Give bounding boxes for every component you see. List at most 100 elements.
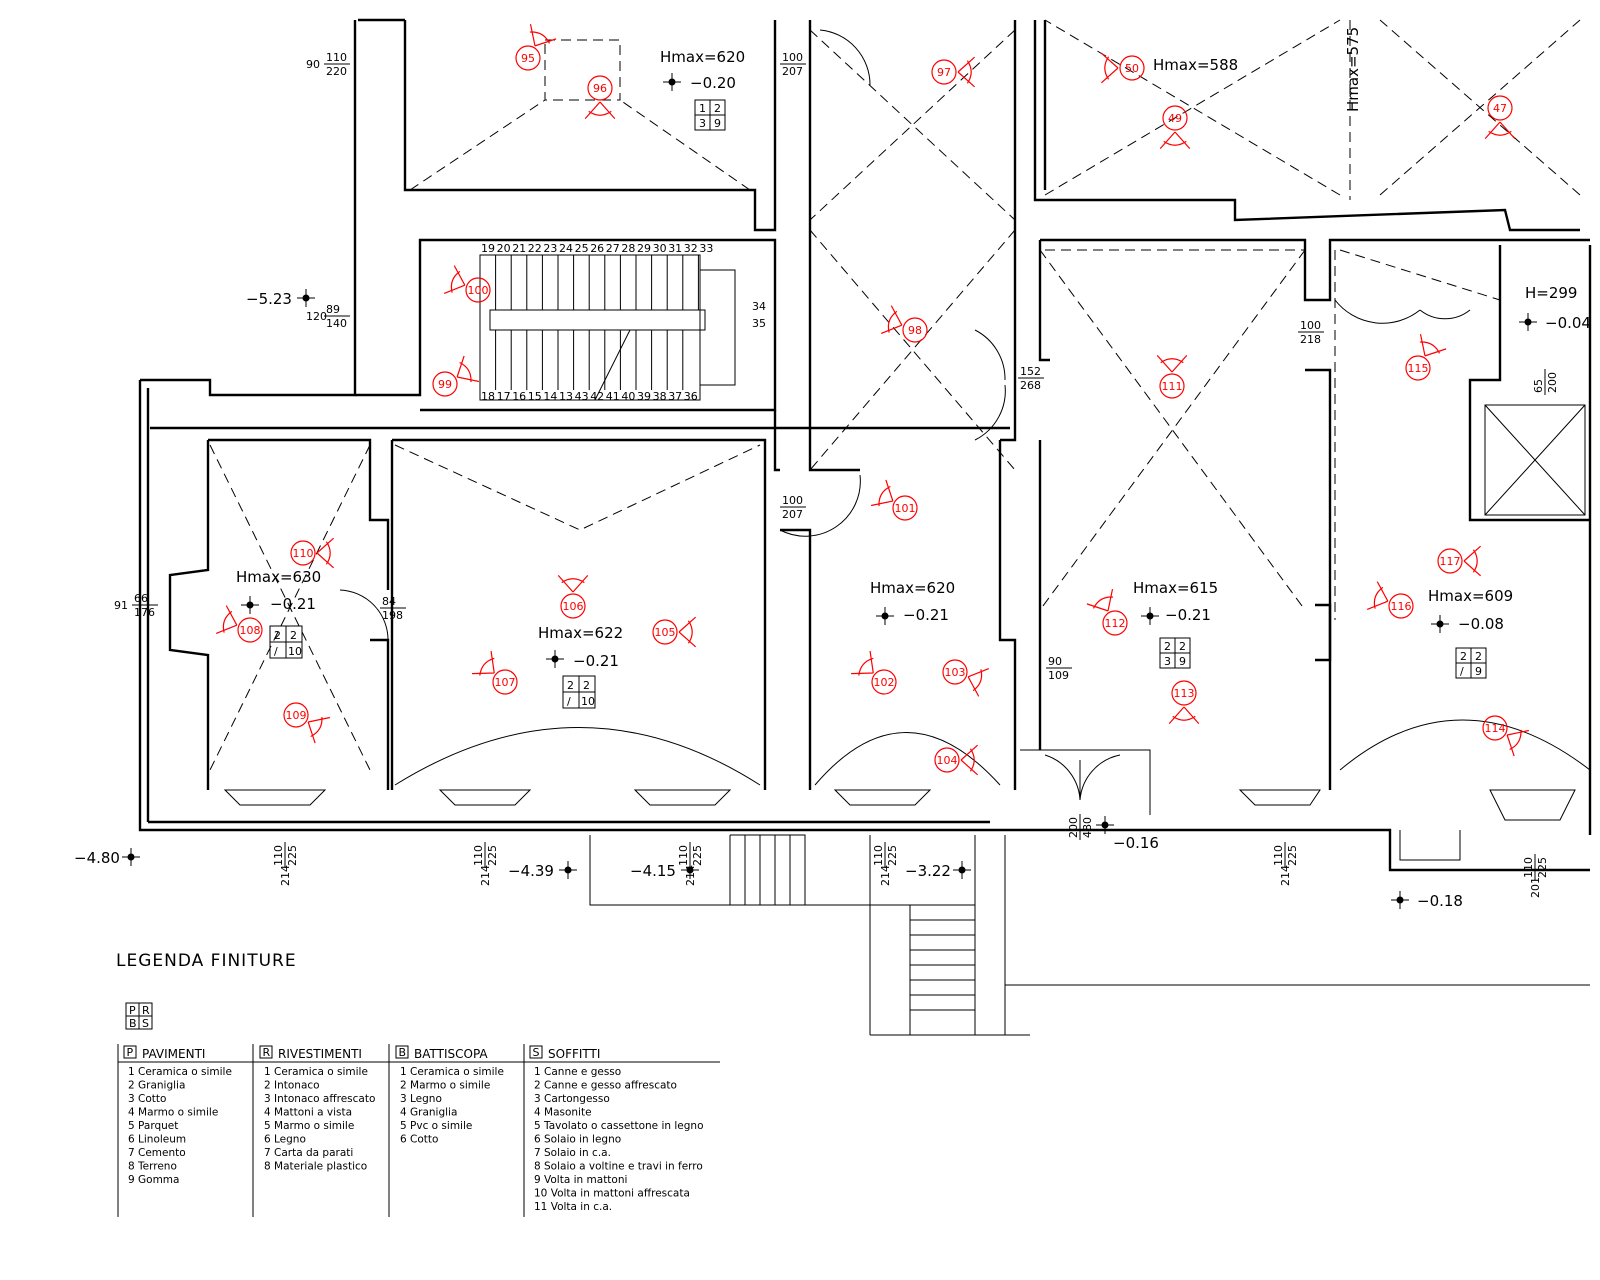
legend-item: 5 Tavolato o cassettone in legno bbox=[534, 1120, 704, 1132]
svg-text:9: 9 bbox=[714, 117, 721, 130]
photo-viewpoint-icon: 110 bbox=[290, 537, 335, 569]
room-level-label: −0.21 bbox=[270, 595, 316, 613]
photo-viewpoint-number: 50 bbox=[1125, 62, 1139, 75]
svg-text:110: 110 bbox=[677, 845, 690, 866]
photo-viewpoint-icon: 116 bbox=[1366, 581, 1414, 619]
svg-text:S: S bbox=[142, 1017, 149, 1030]
svg-text:/: / bbox=[274, 645, 278, 658]
level-marker-icon bbox=[1519, 313, 1537, 331]
svg-text:P: P bbox=[129, 1004, 136, 1017]
photo-viewpoint-icon: 97 bbox=[931, 56, 976, 88]
photo-viewpoint-icon: 102 bbox=[851, 650, 897, 695]
stair-step-number: 15 bbox=[528, 390, 542, 403]
photo-viewpoint-number: 114 bbox=[1485, 722, 1506, 735]
svg-text:66: 66 bbox=[134, 592, 148, 605]
external-level-label: −4.80 bbox=[74, 849, 120, 867]
svg-text:176: 176 bbox=[134, 606, 155, 619]
photo-viewpoint-icon: 113 bbox=[1168, 680, 1200, 725]
legend-item: 9 Gomma bbox=[128, 1174, 179, 1186]
photo-viewpoint-icon: 108 bbox=[215, 605, 263, 643]
stair-step-number: 37 bbox=[668, 390, 682, 403]
svg-text:65: 65 bbox=[1532, 379, 1545, 393]
legend-column-heading: RIVESTIMENTI bbox=[278, 1047, 362, 1061]
photo-viewpoint-icon: 114 bbox=[1482, 715, 1530, 757]
svg-text:2: 2 bbox=[274, 629, 281, 642]
photo-viewpoint-icon: 50 bbox=[1100, 52, 1145, 84]
stair-step-number: 36 bbox=[684, 390, 698, 403]
svg-text:9: 9 bbox=[1179, 655, 1186, 668]
exterior-stairs bbox=[589, 834, 1590, 1036]
external-levels: −5.23 −4.80 −4.39 −4.15 −3.22 −0.16 −0.1… bbox=[74, 290, 1463, 910]
legend-item: 2 Canne e gesso affrescato bbox=[534, 1080, 677, 1092]
stair-step-number: 32 bbox=[684, 242, 698, 255]
level-marker-icon bbox=[1431, 615, 1449, 633]
room-hmax-label: Hmax=609 bbox=[1428, 587, 1513, 605]
room-level-label: −0.08 bbox=[1458, 615, 1504, 633]
photo-viewpoint-icon: 99 bbox=[432, 355, 480, 397]
legend-item: 7 Cemento bbox=[128, 1147, 186, 1159]
photo-viewpoint-number: 49 bbox=[1168, 112, 1182, 125]
level-marker-icon bbox=[297, 289, 315, 307]
svg-text:2: 2 bbox=[1460, 650, 1467, 663]
level-marker-icon bbox=[663, 73, 681, 91]
legend-column-heading: PAVIMENTI bbox=[142, 1047, 205, 1061]
legend-item: 4 Marmo o simile bbox=[128, 1107, 218, 1119]
stair-step-number: 22 bbox=[528, 242, 542, 255]
legend-item: 4 Mattoni a vista bbox=[264, 1107, 352, 1119]
stair-step-number: 41 bbox=[606, 390, 620, 403]
stair-step-number: 23 bbox=[543, 242, 557, 255]
photo-viewpoint-icon: 96 bbox=[584, 75, 616, 120]
photo-viewpoint-number: 111 bbox=[1162, 380, 1183, 393]
stair-step-number: 17 bbox=[497, 390, 511, 403]
legend-item: 5 Parquet bbox=[128, 1120, 178, 1132]
legend-item: 4 Graniglia bbox=[400, 1107, 457, 1119]
legend-item: 10 Volta in mattoni affrescata bbox=[534, 1188, 690, 1200]
legend-item: 6 Linoleum bbox=[128, 1134, 186, 1146]
room-hmax-label: Hmax=620 bbox=[660, 48, 745, 66]
svg-text:214: 214 bbox=[879, 865, 892, 886]
photo-viewpoint-number: 102 bbox=[874, 676, 895, 689]
svg-text:200: 200 bbox=[1546, 372, 1559, 393]
svg-text:201: 201 bbox=[1529, 877, 1542, 898]
stair-step-number: 28 bbox=[621, 242, 635, 255]
stair-step-number: 29 bbox=[637, 242, 651, 255]
photo-viewpoint-icon: 104 bbox=[934, 744, 979, 776]
photo-viewpoint-number: 109 bbox=[286, 709, 307, 722]
stair-step-number: 16 bbox=[512, 390, 526, 403]
external-level-label: −0.16 bbox=[1113, 834, 1159, 852]
svg-text:110: 110 bbox=[272, 845, 285, 866]
room-level-label: −0.21 bbox=[1165, 606, 1211, 624]
legend-item: 8 Solaio a voltine e travi in ferro bbox=[534, 1161, 703, 1173]
stair-step-number: 30 bbox=[653, 242, 667, 255]
photo-viewpoint-number: 115 bbox=[1408, 362, 1429, 375]
svg-text:214: 214 bbox=[684, 865, 697, 886]
photo-viewpoint-number: 113 bbox=[1174, 687, 1195, 700]
photo-viewpoint-number: 47 bbox=[1493, 102, 1507, 115]
room-hmax-label: Hmax=620 bbox=[870, 579, 955, 597]
stair-step-number: 13 bbox=[559, 390, 573, 403]
svg-text:2: 2 bbox=[1164, 640, 1171, 653]
stair-step-number: 31 bbox=[668, 242, 682, 255]
stair-step-number: 21 bbox=[512, 242, 526, 255]
door-swings bbox=[339, 29, 1471, 801]
photo-viewpoint-icon: 111 bbox=[1156, 354, 1188, 399]
photo-viewpoint-number: 104 bbox=[937, 754, 958, 767]
legend-item: 2 Marmo o simile bbox=[400, 1080, 490, 1092]
stair-step-number: 18 bbox=[481, 390, 495, 403]
room-level-label: −0.21 bbox=[573, 652, 619, 670]
svg-text:100: 100 bbox=[1300, 319, 1321, 332]
legend-item: 1 Canne e gesso bbox=[534, 1066, 621, 1078]
